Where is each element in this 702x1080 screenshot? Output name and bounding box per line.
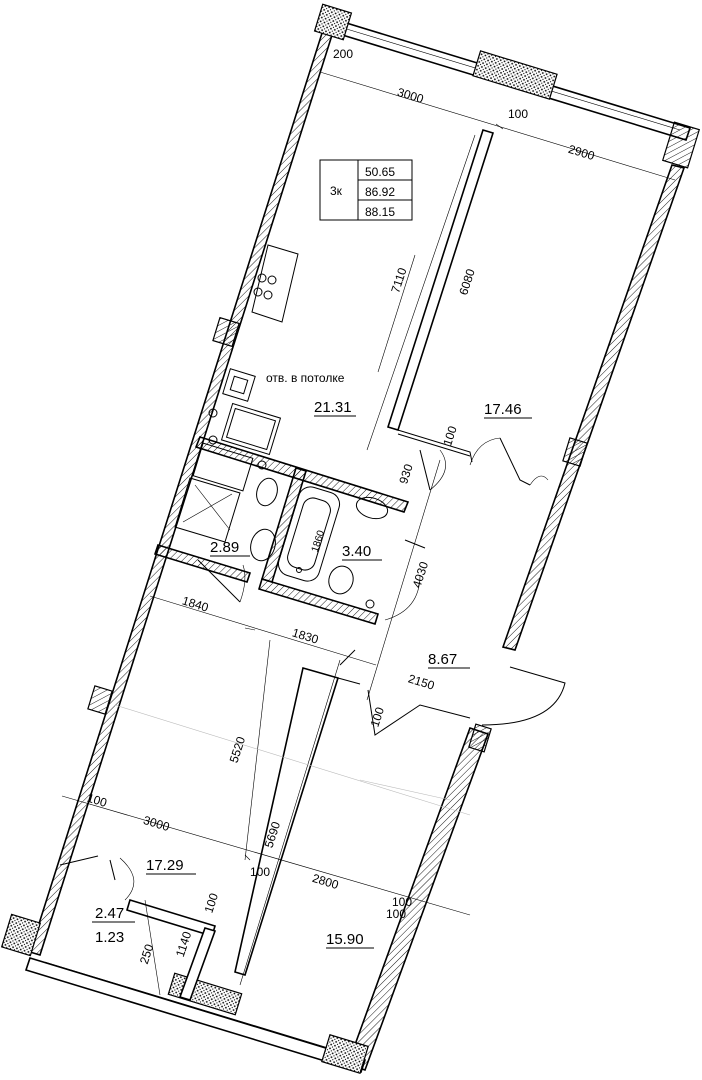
area-bedroom-se: 15.90 — [326, 931, 364, 948]
columns — [0, 3, 701, 1074]
dim-3000-bottom: 3000 — [142, 813, 172, 834]
dim-100-left: 100 — [85, 791, 109, 810]
area-hall: 8.67 — [428, 651, 457, 668]
dim-100-top: 100 — [508, 107, 528, 121]
wall-right-lower — [346, 726, 490, 1072]
dim-100-bottom-mid: 100 — [250, 865, 270, 879]
dim-100-right-2: 100 — [386, 907, 406, 921]
doors — [109, 437, 566, 901]
dim-930: 930 — [396, 462, 416, 486]
dim-2900: 2900 — [567, 142, 597, 163]
dim-1860: 1860 — [310, 529, 327, 554]
bath-fixtures — [174, 442, 389, 609]
partitions — [59, 129, 495, 1001]
dim-200: 200 — [333, 47, 353, 61]
living-area: 50.65 — [365, 165, 395, 179]
dim-6080: 6080 — [456, 267, 478, 297]
dim-2150: 2150 — [407, 672, 437, 693]
wall-right — [501, 164, 686, 651]
dim-1140: 1140 — [173, 929, 194, 958]
apartment-summary: 3к 50.65 86.92 88.15 — [319, 159, 413, 221]
dimension-lines — [61, 71, 676, 996]
dim-3000-top: 3000 — [396, 85, 426, 106]
dim-100-storage: 100 — [202, 891, 222, 915]
rooms-code: 3к — [330, 184, 343, 198]
total-area-with-balcony: 88.15 — [365, 205, 395, 219]
dim-100-mid: 100 — [440, 424, 460, 448]
dim-100-right-1: 100 — [392, 895, 412, 909]
dim-7110: 7110 — [388, 266, 409, 295]
dim-4030: 4030 — [410, 560, 432, 590]
area-wc: 3.40 — [342, 543, 371, 560]
area-bathroom: 2.89 — [210, 539, 239, 556]
area-storage-2: 1.23 — [95, 929, 124, 946]
area-kitchen-living: 21.31 — [314, 399, 352, 416]
room-areas: 21.31 17.46 2.89 3.40 8.67 17.29 15.90 2… — [92, 399, 532, 949]
area-bedroom-ne: 17.46 — [484, 401, 522, 418]
area-bedroom-sw: 17.29 — [146, 857, 184, 874]
dim-1840: 1840 — [181, 594, 211, 615]
total-area: 86.92 — [365, 185, 395, 199]
dim-250: 250 — [137, 942, 157, 966]
area-storage-1: 2.47 — [95, 905, 124, 922]
dim-100-hall: 100 — [368, 705, 388, 729]
kitchen-fixtures — [208, 244, 299, 456]
dim-2800: 2800 — [311, 871, 341, 892]
dim-5520: 5520 — [227, 735, 249, 765]
ceiling-opening-note: отв. в потолке — [266, 371, 345, 385]
